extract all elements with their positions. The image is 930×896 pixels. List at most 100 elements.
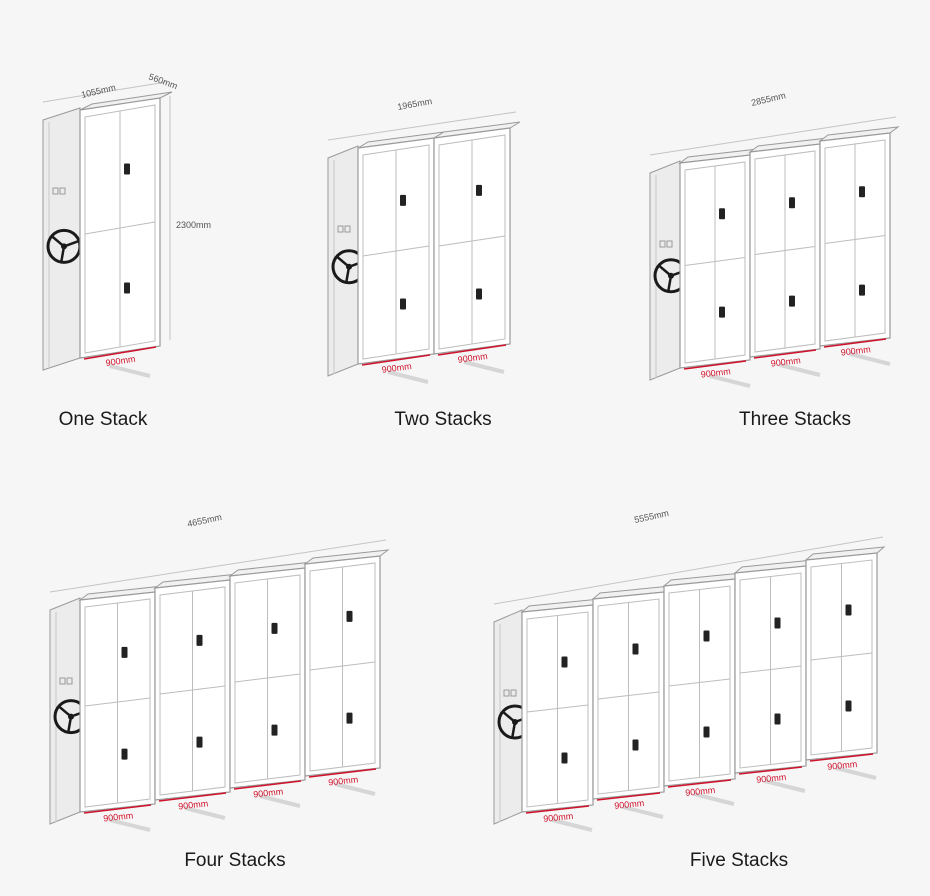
floor-rail [387,370,429,384]
width-dimension-label: 900mm [457,351,488,365]
lock-icon [774,713,781,725]
top-dimension-line [649,116,897,156]
width-dimension-line [361,354,431,366]
shelf-split [526,704,589,713]
shelf-split [362,245,430,257]
lock-icon [346,712,353,724]
indicator-box [52,187,59,195]
indicator-box [344,225,351,233]
lock-icon [632,739,639,751]
width-dimension-label: 900mm [700,366,731,379]
wheel-hub [61,243,67,250]
floor-rail [463,360,505,374]
lock-icon [561,752,568,764]
width-dimension-label: 900mm [614,798,645,811]
caption-two-stacks: Two Stacks [394,409,492,430]
height-label: 2300mm [176,220,211,230]
width-dimension-line [809,753,874,762]
cabinet: 900mm [433,121,521,365]
shelf-split [438,235,506,247]
floor-rail [779,363,821,377]
width-dimension-line [683,360,747,370]
lock-icon [632,643,639,655]
door-frame [739,572,802,769]
floor-rail [334,782,376,796]
width-dimension-line [823,338,887,348]
door-frame [597,598,660,795]
caption-one-stack: One Stack [58,409,148,430]
width-dimension-line [158,792,227,802]
cabinet: 900mm [520,598,602,824]
shelf-split [810,652,873,661]
lock-icon [124,282,130,294]
width-dimension-line [596,792,661,801]
top-width-label: 2855mm [750,90,786,108]
door-frame [526,611,589,808]
lock-icon [124,163,130,175]
depth-label: 560mm [147,71,179,91]
width-dimension-label: 900mm [103,810,134,823]
width-dimension-label: 900mm [756,772,787,785]
width-dimension-line [308,768,377,778]
cabinet: 900mm [153,573,240,811]
shelf-split [684,257,746,266]
floor-rail [835,766,877,780]
shelf-split [234,673,301,683]
shelf-split [597,691,660,700]
lock-icon [121,748,128,760]
shelf-split [159,685,226,695]
shelf-split [739,665,802,674]
lock-icon [719,306,725,318]
door-frame [438,134,506,350]
floor-rail [184,806,226,820]
wheel-hub [512,719,518,725]
indicator-box [510,689,517,697]
lock-icon [561,656,568,668]
indicator-box [66,677,73,685]
floor-rail [709,374,751,388]
door-frame [159,586,226,796]
cabinet: 900mm [818,126,900,358]
cabinet: 900mm [678,148,760,380]
width-dimension-label: 900mm [328,774,359,787]
cabinet: 900mm [662,572,744,798]
shelf-split [309,661,376,671]
door-frame [824,139,886,342]
width-dimension-label: 900mm [840,344,871,357]
width-dimension-line [738,766,803,775]
width-dimension-line [83,804,152,814]
width-dimension-label: 900mm [253,786,284,799]
wheel-hub [668,272,674,279]
door-frame [810,559,873,756]
cabinet: 900mm [804,546,886,772]
width-dimension-line [437,344,507,356]
shelf-split [824,235,886,244]
lock-icon [400,194,406,206]
lock-icon [859,284,865,296]
cabinet: 900mm [303,549,390,787]
shelf-split [84,697,151,707]
door-frame [684,161,746,364]
indicator-box [59,187,66,195]
shelf-split [668,678,731,687]
lock-icon [789,197,795,209]
door-frame [84,104,156,354]
wheel-hub [68,713,74,720]
floor-rail [849,352,891,366]
indicator-box [503,689,510,697]
top-dimension-line [42,81,167,103]
cabinet: 900mm [79,91,173,368]
door-frame [362,144,430,360]
lock-icon [400,298,406,310]
width-dimension-line [753,349,817,359]
lock-icon [703,726,710,738]
width-dimension-line [525,805,590,814]
shelf-split [754,246,816,255]
width-dimension-label: 900mm [685,785,716,798]
door-frame [309,562,376,772]
